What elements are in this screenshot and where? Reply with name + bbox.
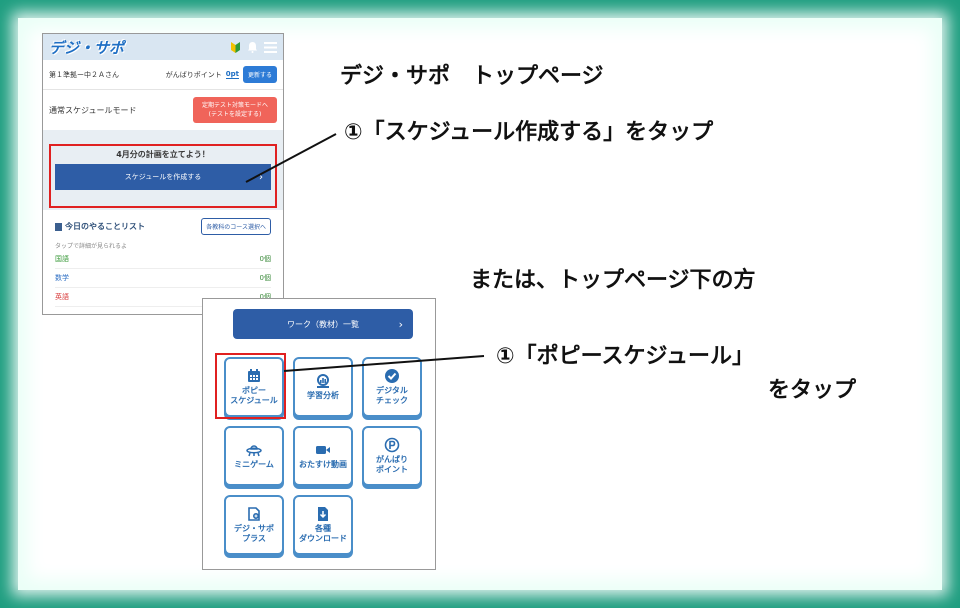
tile-label-line1: 各種 [315,524,331,533]
subject-row[interactable]: 国語 0個 [55,250,271,269]
test-mode-button-line2: (テストを設定する) [208,111,262,118]
test-mode-button-line1: 定期テスト対策モードへ [201,102,268,109]
popy-schedule-highlight-box [215,353,286,419]
update-button[interactable]: 更新する [242,66,277,83]
top-page-screenshot: デジ・サポ 第１準拠ー中２Ａさん がんばりポイント 0pt 更新する [42,33,284,315]
mode-row: 通常スケジュールモード 定期テスト対策モードへ (テストを設定する) [43,90,283,130]
bell-icon[interactable] [247,41,258,53]
tile-learning-analysis[interactable]: 学習分析 [293,357,353,417]
header-icons [230,41,277,54]
tile-label-line2: ダウンロード [299,534,347,543]
work-list-button[interactable]: ワーク（教材）一覧 › [233,309,413,339]
subject-count: 0個 [259,274,271,282]
subject-count: 0個 [259,293,271,301]
work-list-label: ワーク（教材）一覧 [287,319,359,329]
annotation-step2-line2: をタップ [768,378,857,403]
todo-header: 今日のやることリスト 各教科のコース選択へ [55,218,271,235]
test-mode-button[interactable]: 定期テスト対策モードへ (テストを設定する) [193,97,277,123]
todo-title-text: 今日のやることリスト [65,222,145,231]
plan-title: 4月分の計画を立てよう！ [116,150,210,159]
make-schedule-label: スケジュールを作成する [124,173,202,181]
plus-icon [248,507,260,521]
user-info-row: 第１準拠ー中２Ａさん がんばりポイント 0pt 更新する [43,60,283,90]
ufo-icon [246,445,262,457]
tile-label-line1: がんばり [376,455,408,464]
tile-ganbari-point[interactable]: がんばり ポイント [362,426,422,486]
tile-label-line1: デジタル [376,386,408,395]
tile-label-line2: スケジュール [230,396,278,405]
hamburger-menu-icon[interactable] [264,41,277,53]
chevron-right-icon: › [398,317,403,331]
plan-highlight-box: 4月分の計画を立てよう！ スケジュールを作成する › [49,144,277,208]
tile-popy-schedule[interactable]: ポピー スケジュール [224,357,284,417]
points-area: がんばりポイント 0pt 更新する [166,66,277,83]
app-header: デジ・サポ [43,34,283,60]
subject-name: 国語 [55,255,69,263]
points-label: がんばりポイント [165,70,222,79]
tile-label-line1: デジ・サポ [234,524,274,533]
app-logo: デジ・サポ [49,38,125,57]
tile-mini-game[interactable]: ミニゲーム [224,426,284,486]
tile-label-line1: ポピー [242,386,266,395]
chevron-right-icon: › [259,171,263,183]
subject-row[interactable]: 英語 0個 [55,288,271,307]
tile-downloads[interactable]: 各種 ダウンロード [293,495,353,555]
user-name: 第１準拠ー中２Ａさん [49,70,119,79]
analysis-icon [317,374,329,388]
todo-title: 今日のやることリスト [55,221,145,232]
tile-label-line1: ミニゲーム [234,460,274,469]
subject-count: 0個 [259,255,271,263]
annotation-step1: ①「スケジュール作成する」をタップ [344,120,714,145]
tile-label-line2: プラス [242,534,266,543]
video-icon [316,446,330,454]
download-icon [318,507,328,521]
subject-name: 数学 [55,274,69,282]
subject-name: 英語 [55,293,69,301]
book-icon [55,222,62,231]
annotation-or-text: または、トップページ下の方 [470,268,756,293]
subject-row[interactable]: 数学 0個 [55,269,271,288]
tile-digisapo-plus[interactable]: デジ・サポ プラス [224,495,284,555]
check-icon [385,369,399,383]
tile-digital-check[interactable]: デジタル チェック [362,357,422,417]
calendar-icon [248,369,260,382]
points-value: 0pt [225,70,239,79]
mode-label: 通常スケジュールモード [49,105,137,115]
beginner-leaf-icon [231,41,240,53]
menu-screenshot: ワーク（教材）一覧 › ポピー スケジュール 学習分析 デジタル チェック [202,298,436,570]
plan-area: 4月分の計画を立てよう！ スケジュールを作成する › [43,130,283,210]
tile-label-line1: おたすけ動画 [299,460,347,469]
annotation-step2-line1: ①「ポピースケジュール」 [496,344,754,369]
tile-label-line2: チェック [376,396,408,405]
todo-hint: タップで詳細が見られるよ [55,243,128,250]
tile-help-video[interactable]: おたすけ動画 [293,426,353,486]
make-schedule-button[interactable]: スケジュールを作成する › [55,164,271,190]
annotation-title: デジ・サポ トップページ [340,64,604,89]
tile-label-line2: ポイント [376,465,408,474]
point-icon [384,437,400,453]
course-select-button[interactable]: 各教科のコース選択へ [201,218,271,235]
tile-label-line1: 学習分析 [307,391,339,400]
